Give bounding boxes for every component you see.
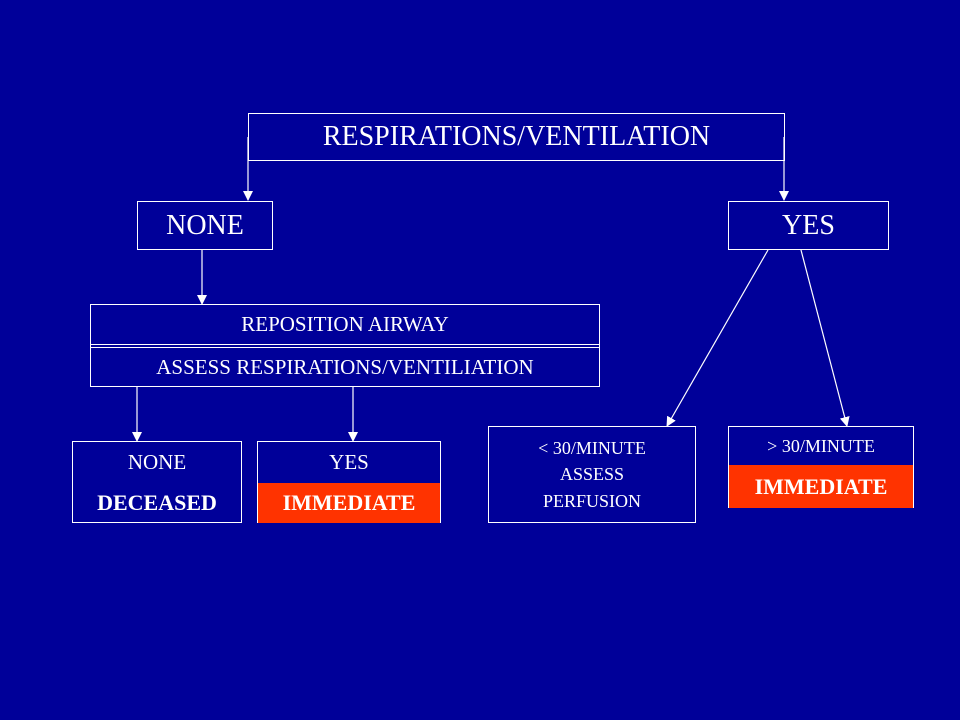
under30-line3: PERFUSION <box>542 490 642 511</box>
deceased-result: DECEASED <box>97 490 217 515</box>
assess-respirations: ASSESS RESPIRATIONS/VENTILIATION <box>91 347 599 387</box>
under30-node: < 30/MINUTE ASSESS PERFUSION <box>488 426 696 523</box>
under30-line2: ASSESS <box>559 464 625 485</box>
outcome-yes-node: YES IMMEDIATE <box>257 441 441 523</box>
none-node: NONE <box>137 201 273 250</box>
connector-yes-over30 <box>800 249 850 427</box>
yes-label: YES <box>782 209 835 241</box>
over30-node: > 30/MINUTE IMMEDIATE <box>728 426 914 508</box>
under30-line1: < 30/MINUTE <box>538 438 646 459</box>
yes-node: YES <box>728 201 889 250</box>
root-node: RESPIRATIONS/VENTILATION <box>248 113 785 161</box>
reposition-assess-node: REPOSITION AIRWAY ASSESS RESPIRATIONS/VE… <box>90 304 600 387</box>
reposition-airway: REPOSITION AIRWAY <box>91 305 599 345</box>
root-label: RESPIRATIONS/VENTILATION <box>322 121 711 152</box>
connector-yes-under30 <box>666 249 769 427</box>
outcome-yes-label: YES <box>329 450 369 474</box>
immediate-result-left: IMMEDIATE <box>258 483 440 523</box>
immediate-result-right: IMMEDIATE <box>729 465 913 508</box>
over30-label: > 30/MINUTE <box>767 435 875 456</box>
none-label: NONE <box>166 209 244 241</box>
outcome-none-node: NONE DECEASED <box>72 441 242 523</box>
outcome-none-label: NONE <box>127 450 187 474</box>
